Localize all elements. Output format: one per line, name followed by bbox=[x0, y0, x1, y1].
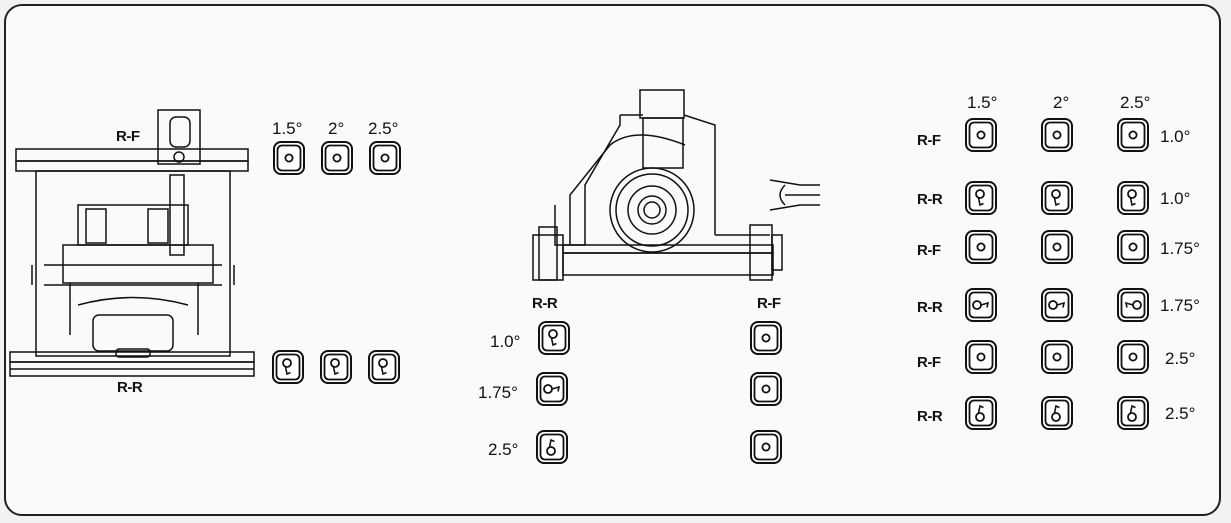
table-row-label: R-F bbox=[917, 242, 941, 259]
round-insert-icon bbox=[965, 118, 997, 152]
round-insert-icon bbox=[750, 430, 782, 464]
round-insert-icon bbox=[1041, 230, 1073, 264]
table-row-label: R-F bbox=[917, 132, 941, 149]
offset-side-insert-icon bbox=[965, 288, 997, 322]
round-insert-icon bbox=[273, 141, 305, 175]
round-insert-icon bbox=[1041, 340, 1073, 374]
table-row-angle: 2.5° bbox=[1165, 404, 1196, 423]
middle-side-drawing bbox=[532, 89, 820, 281]
middle-row-angle-1: 1.0° bbox=[490, 332, 521, 351]
middle-row-angle-2: 1.75° bbox=[478, 383, 518, 402]
round-insert-icon bbox=[965, 230, 997, 264]
table-row-label: R-R bbox=[917, 299, 943, 316]
left-top-label: R-F bbox=[116, 128, 140, 145]
offset-up-insert-icon bbox=[965, 396, 997, 430]
offset-down-insert-icon bbox=[965, 181, 997, 215]
round-insert-icon bbox=[321, 141, 353, 175]
offset-down-insert-icon bbox=[1117, 181, 1149, 215]
table-col-header-1: 1.5° bbox=[967, 93, 998, 112]
round-insert-icon bbox=[1117, 230, 1149, 264]
table-row-label: R-R bbox=[917, 408, 943, 425]
table-row-angle: 2.5° bbox=[1165, 349, 1196, 368]
left-angle-2: 2° bbox=[328, 119, 345, 138]
table-row-angle: 1.0° bbox=[1160, 189, 1191, 208]
left-angle-3: 2.5° bbox=[368, 119, 399, 138]
offset-side-insert-icon bbox=[1117, 288, 1149, 322]
middle-right-label: R-F bbox=[757, 295, 781, 312]
left-bottom-label: R-R bbox=[117, 379, 143, 396]
offset-down-insert-icon bbox=[538, 321, 570, 355]
middle-left-label: R-R bbox=[532, 295, 558, 312]
offset-down-insert-icon bbox=[1041, 181, 1073, 215]
table-row-angle: 1.75° bbox=[1160, 239, 1200, 258]
offset-up-insert-icon bbox=[536, 430, 568, 464]
table-col-header-3: 2.5° bbox=[1120, 93, 1151, 112]
round-insert-icon bbox=[1117, 340, 1149, 374]
table-row-angle: 1.75° bbox=[1160, 296, 1200, 315]
round-insert-icon bbox=[750, 372, 782, 406]
offset-down-insert-icon bbox=[272, 350, 304, 384]
offset-up-insert-icon bbox=[1041, 396, 1073, 430]
diagram-panel bbox=[4, 4, 1221, 516]
table-row-label: R-F bbox=[917, 354, 941, 371]
table-row-label: R-R bbox=[917, 191, 943, 208]
round-insert-icon bbox=[1117, 118, 1149, 152]
round-insert-icon bbox=[369, 141, 401, 175]
offset-up-insert-icon bbox=[1117, 396, 1149, 430]
offset-down-insert-icon bbox=[368, 350, 400, 384]
round-insert-icon bbox=[1041, 118, 1073, 152]
left-angle-1: 1.5° bbox=[272, 119, 303, 138]
offset-side-insert-icon bbox=[1041, 288, 1073, 322]
offset-side-insert-icon bbox=[536, 372, 568, 406]
middle-row-angle-3: 2.5° bbox=[488, 440, 519, 459]
left-assembly-drawing bbox=[9, 109, 255, 377]
offset-down-insert-icon bbox=[320, 350, 352, 384]
round-insert-icon bbox=[750, 321, 782, 355]
table-col-header-2: 2° bbox=[1053, 93, 1070, 112]
table-row-angle: 1.0° bbox=[1160, 127, 1191, 146]
round-insert-icon bbox=[965, 340, 997, 374]
